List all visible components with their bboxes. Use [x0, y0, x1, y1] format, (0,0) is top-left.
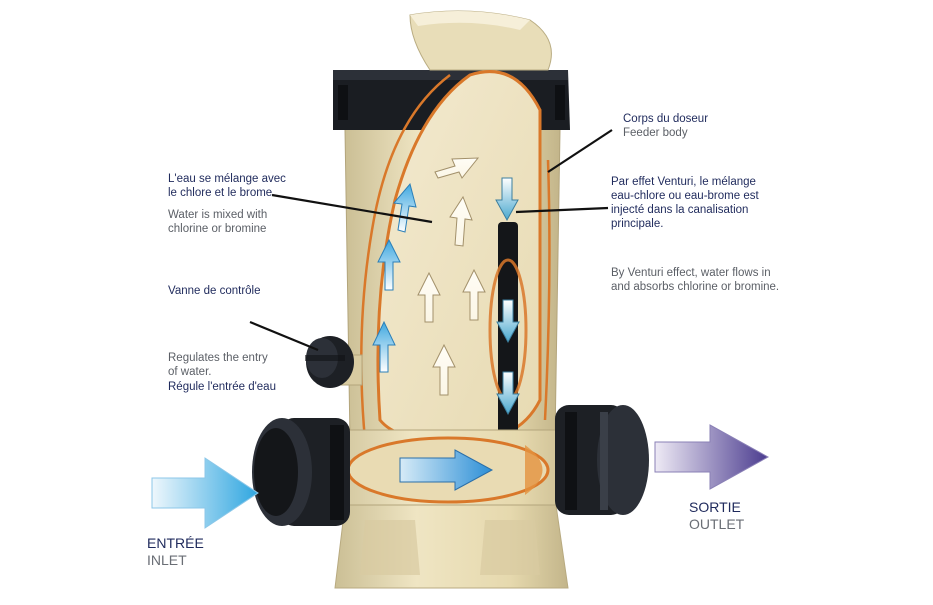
outlet-label-fr: SORTIE — [689, 499, 741, 515]
leader-feeder-body — [547, 129, 613, 173]
feeder-base — [334, 504, 569, 589]
leader-mix — [271, 193, 433, 224]
venturi-label-fr-2: eau-chlore ou eau-brome est — [611, 190, 759, 202]
venturi-label-en-2: and absorbs chlorine or bromine. — [611, 281, 780, 293]
valve-label-fr: Régule l'entrée d'eau — [168, 381, 276, 393]
leader-lines — [249, 129, 613, 352]
main-pipe — [319, 429, 586, 506]
feeder-body-label-fr: Corps du doseur — [623, 113, 709, 125]
flow-arrows-down — [495, 177, 520, 416]
leader-venturi — [515, 206, 609, 214]
inlet-union — [252, 418, 350, 526]
outlet-arrow — [654, 424, 770, 490]
venturi-label-en-1: By Venturi effect, water flows in — [611, 267, 771, 279]
mix-label-fr-1: L'eau se mélange avec — [168, 173, 286, 185]
inlet-arrow — [151, 457, 259, 529]
leader-valve — [249, 320, 319, 352]
feeder-body-label-en: Feeder body — [623, 127, 688, 139]
mix-label-fr-2: le chlore et le brome — [168, 187, 273, 199]
inlet-label-en: INLET — [147, 552, 187, 568]
venturi-label-fr-3: injecté dans la canalisation — [611, 204, 749, 216]
venturi-label-fr-1: Par effet Venturi, le mélange — [611, 176, 756, 188]
valve-label-en-1: Regulates the entry — [168, 352, 268, 364]
valve-title: Vanne de contrôle — [168, 285, 261, 297]
outlet-union — [555, 405, 649, 515]
inlet-label-fr: ENTRÉE — [147, 535, 204, 551]
mix-label-en-2: chlorine or bromine — [168, 223, 267, 235]
valve-label-en-2: of water. — [168, 366, 212, 378]
venturi-label-fr-4: principale. — [611, 218, 664, 230]
outlet-label-en: OUTLET — [689, 516, 745, 532]
mix-label-en-1: Water is mixed with — [168, 209, 268, 221]
flow-arrows-up — [372, 157, 486, 396]
